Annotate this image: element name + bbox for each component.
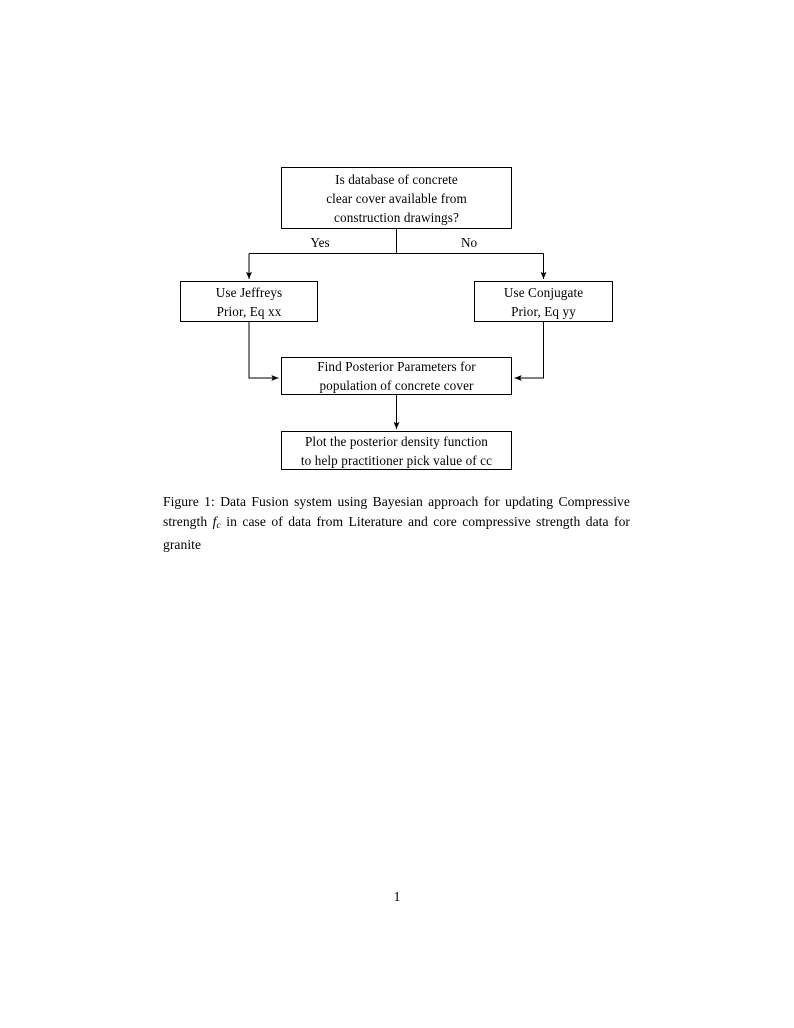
node-line: clear cover available from: [326, 190, 467, 206]
node-line: population of concrete cover: [319, 378, 474, 393]
process-node-conjugate-prior[interactable]: Use Conjugate Prior, Eq yy: [474, 281, 613, 322]
node-line: Prior, Eq xx: [216, 303, 282, 319]
caption-prefix: Figure 1:: [163, 494, 215, 509]
caption-text-before-math: Data Fusion system using Bayesian approa…: [163, 494, 630, 529]
node-line: Is database of concrete: [335, 171, 458, 187]
node-line: Plot the posterior density function: [305, 433, 488, 449]
edge-label-no: No: [460, 235, 478, 250]
page-number: 1: [393, 889, 401, 904]
edge-jeffreys-to-posterior: [248, 322, 279, 381]
figure-flowchart: Is database of concrete clear cover avai…: [0, 0, 794, 500]
caption-text-after-math: in case of data from Literature and core…: [163, 513, 630, 553]
node-line: Use Conjugate: [503, 284, 584, 300]
node-line: to help practitioner pick value of cc: [300, 452, 493, 468]
process-node-jeffreys-prior[interactable]: Use Jeffreys Prior, Eq xx: [180, 281, 318, 322]
edge-conjugate-to-posterior: [514, 322, 544, 381]
flowchart-connectors: [246, 229, 547, 430]
node-line: Use Jeffreys: [215, 284, 283, 300]
decision-node-database-available[interactable]: Is database of concrete clear cover avai…: [281, 167, 512, 229]
math-base: f: [212, 513, 217, 529]
node-line: construction drawings?: [334, 209, 459, 225]
caption-math-variable: fc: [212, 513, 221, 531]
edge-label-yes: Yes: [310, 235, 330, 250]
process-node-plot-posterior-density[interactable]: Plot the posterior density function to h…: [281, 431, 512, 470]
node-line: Find Posterior Parameters for: [317, 359, 476, 374]
math-subscript: c: [216, 519, 221, 531]
node-line: Prior, Eq yy: [511, 303, 576, 319]
figure-caption: Figure 1: Data Fusion system using Bayes…: [163, 492, 630, 555]
process-node-find-posterior-parameters[interactable]: Find Posterior Parameters for population…: [281, 357, 512, 395]
